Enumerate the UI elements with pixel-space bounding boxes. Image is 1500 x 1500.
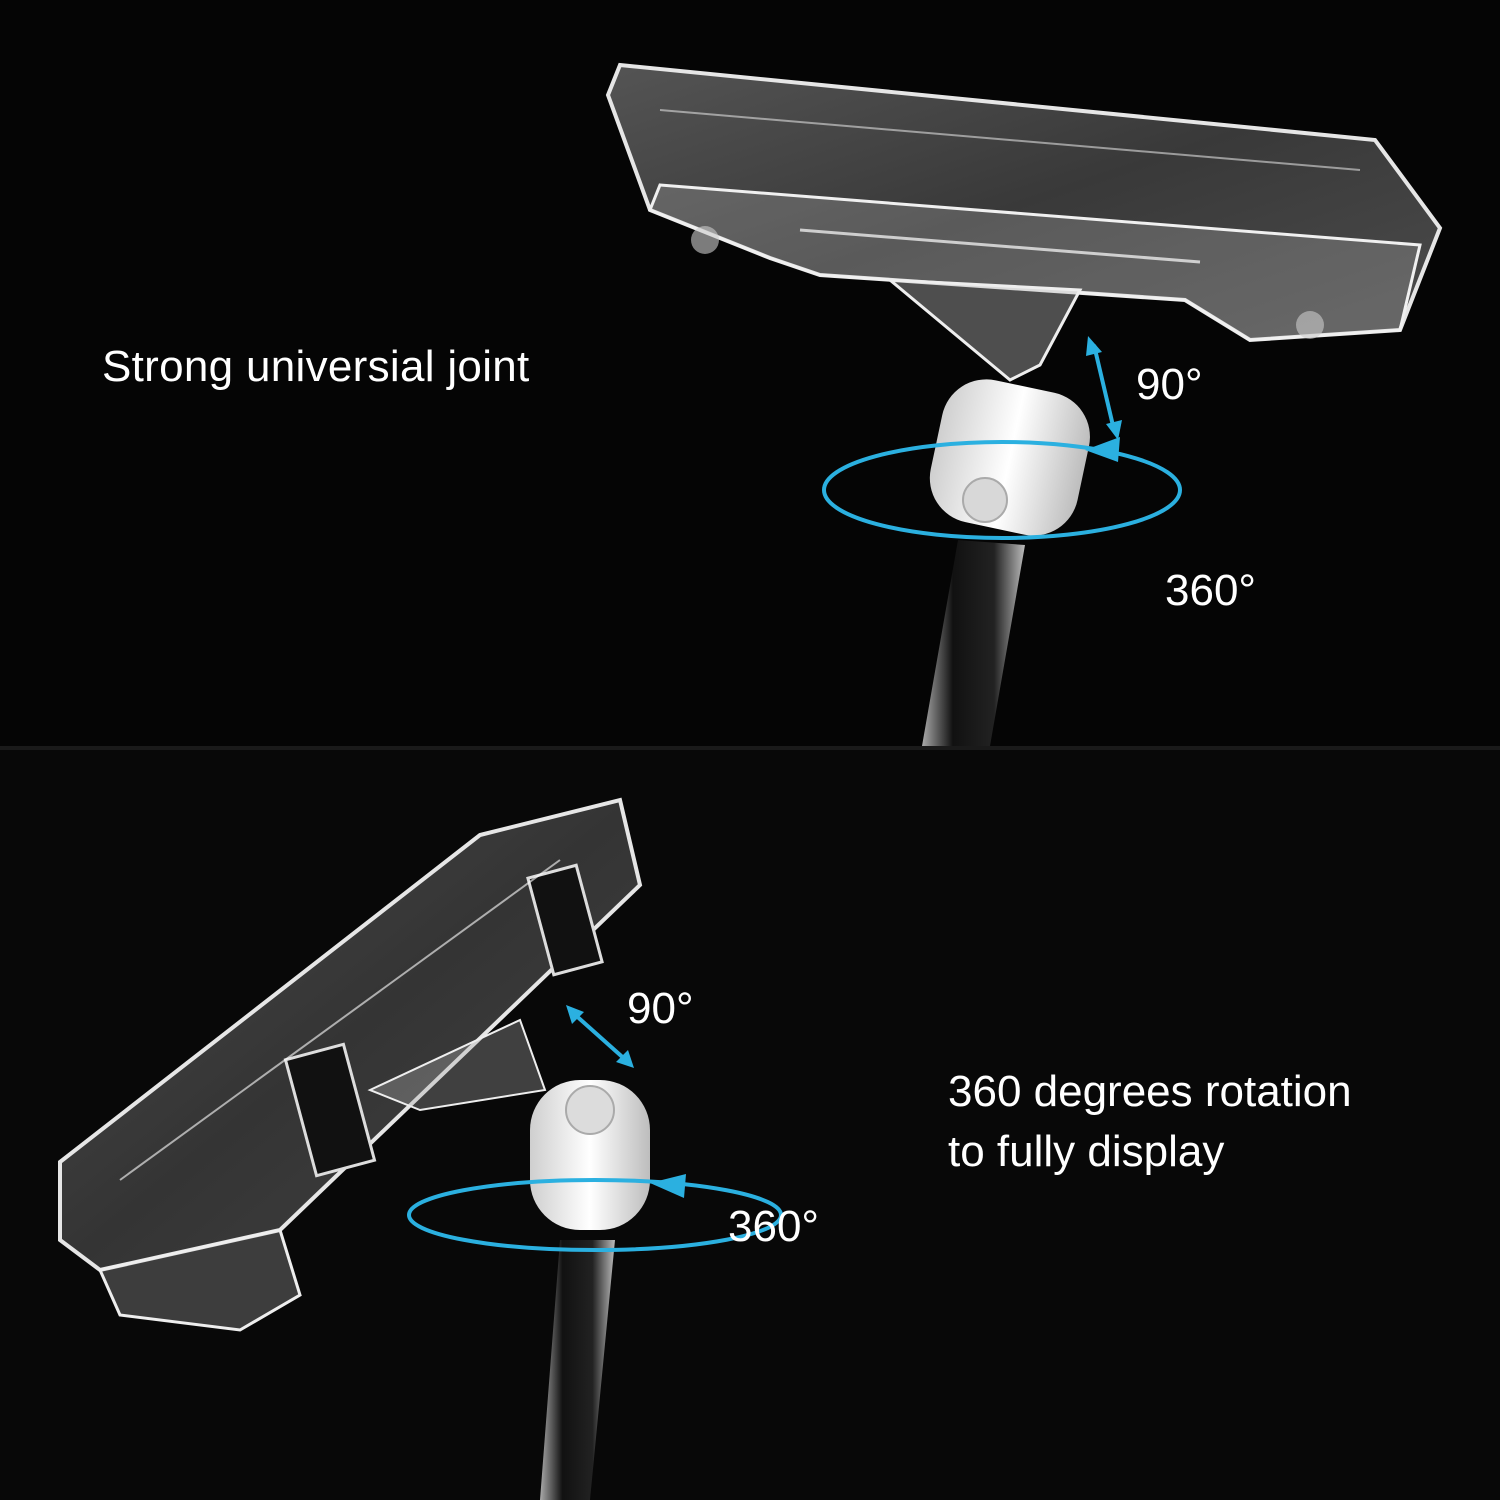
rotation-arrow-head xyxy=(1085,437,1120,462)
bottom-caption-line-1: 360 degrees rotation xyxy=(948,1067,1352,1116)
acrylic-clip-angled xyxy=(58,797,643,1332)
rotation-ring xyxy=(822,440,1182,540)
rotation-ring-bottom xyxy=(407,1178,783,1252)
support-rod-bottom xyxy=(540,1240,615,1500)
acrylic-clip xyxy=(605,62,1443,382)
bottom-tilt-angle-label: 90° xyxy=(627,984,694,1033)
tilt-arrow xyxy=(1086,336,1122,440)
top-rotate-angle-label: 360° xyxy=(1165,566,1257,615)
bottom-rotate-angle-label: 360° xyxy=(728,1202,820,1251)
clip-holder-photo-bottom xyxy=(58,797,783,1500)
top-caption: Strong universial joint xyxy=(102,342,530,391)
clip-holder-photo-top xyxy=(605,62,1443,746)
top-panel: Strong universial joint 90° 360° xyxy=(0,0,1500,746)
ball-joint xyxy=(929,379,1090,536)
top-tilt-angle-label: 90° xyxy=(1136,360,1203,409)
panel-divider xyxy=(0,746,1500,750)
bottom-caption-line-2: to fully display xyxy=(948,1127,1225,1176)
bottom-panel: 90° 360° 360 degrees rotation to fully d… xyxy=(0,750,1500,1500)
rotation-arrow-head-bottom xyxy=(650,1174,686,1198)
ball-joint-bottom xyxy=(530,1080,650,1230)
tilt-arrow-bottom xyxy=(566,1005,634,1068)
support-rod xyxy=(922,540,1025,746)
